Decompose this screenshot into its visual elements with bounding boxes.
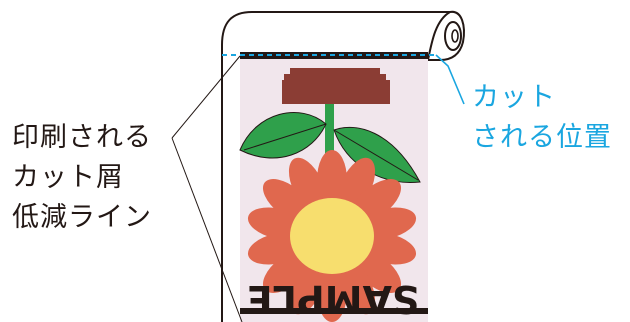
cut-scrap-band-bottom	[240, 308, 428, 314]
flower-center	[290, 198, 374, 274]
cut-position-leader	[436, 55, 464, 104]
scrap-leader-upper	[172, 56, 240, 138]
scrap-leader-lower	[172, 138, 242, 322]
right-label-line-1: カット	[472, 78, 612, 118]
sample-text: SAMPLE	[247, 277, 420, 321]
left-label-line-2: カット屑	[12, 158, 152, 198]
scrap-reduction-line-label: 印刷される カット屑 低減ライン	[12, 118, 152, 238]
right-label-line-2: される位置	[472, 118, 612, 158]
roll-core-inner	[452, 30, 458, 42]
cut-position-label: カット される位置	[472, 78, 612, 158]
left-label-line-1: 印刷される	[12, 118, 152, 158]
left-label-line-3: 低減ライン	[12, 198, 152, 238]
pot-rim	[290, 68, 380, 78]
flower-pot	[282, 74, 390, 104]
